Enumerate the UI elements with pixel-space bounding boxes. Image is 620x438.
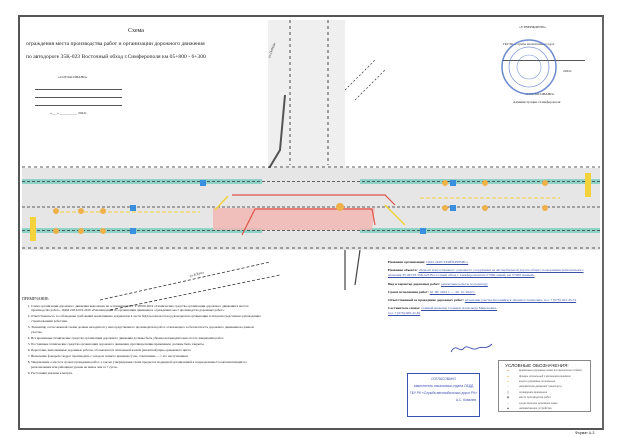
note-item: Схема организации дорожного движения вып… [31,304,262,313]
legend-item: ┃ограждение временное [499,390,590,395]
direction-arrow-icon: → [506,385,510,389]
notes-heading: ПРИМЕЧАНИЕ: [22,297,50,301]
scheme-subtitle-2: по автодороге 35К-023 Восточный обход г.… [26,54,206,60]
traffic-direction [60,197,560,213]
legend-item: ▦место производства работ [499,395,590,400]
sheet-format: Формат А-3 [575,431,595,435]
street-label: ул.Победы [267,41,276,58]
cone-icon: ▴ [507,379,509,383]
legend-item: ▪существующие дорожные знаки [499,400,590,405]
work-zone-fence [232,194,396,206]
project-info: Название организации: ООО «КОСТРОЙСЕРВИС… [388,260,596,320]
legend-item: ●фонарь сигнальный с мигающим режимом [499,373,590,378]
responsible-label: Ответственный за проведение дорожных раб… [388,298,464,303]
note-item: Экземпляр согласованной схемы должен нах… [31,325,262,334]
info-board [30,217,36,241]
agreed-label: «СОГЛАСОВАНО» [58,75,88,79]
note-item: Постоянные технические средства организа… [31,342,262,347]
signature-line [35,97,122,98]
ramp-edge [344,59,386,101]
agreed-date: «___» __________ 2022г. [50,111,87,115]
object-label: Название объекта: [388,268,418,273]
stamp-line: А.С. Ковалев [455,398,476,402]
approved-org: ГКУ РК «Службы автомобильных дорог [503,42,555,46]
note-item: Все временные технические средства орган… [31,336,262,341]
author-phone: тел. 7 (978) 668-42-84 [388,311,421,316]
detour-arrow [214,195,406,226]
signature-line [35,89,122,90]
notes-block: ПРИМЕЧАНИЕ: Схема организации дорожного … [22,297,262,377]
works-label: Вид и характер дорожных работ: [388,281,441,286]
signal-lamp-icon: ● [507,374,509,378]
stamp-line: заместитель начальника отдела ОБДД [413,384,474,388]
street-label: ул.Б.Куна [189,270,204,278]
approved-label: «УТВЕРЖДЕНО» [519,25,547,29]
legend-item: ▲временные дорожные знаки на переносных … [499,368,590,373]
approval-stamp: СОГЛАСОВАНО заместитель начальника отдел… [407,373,480,417]
side-road [99,261,281,311]
legend-item: ◆направляющие устройства [499,406,590,411]
note-item: Ответственность за соблюдение требований… [31,314,262,323]
agreed-org-2: Администрация г.Симферополя [513,100,561,104]
author-label: Составитель схемы: [388,306,421,311]
note-item: Расстояния указаны в метрах. [31,371,262,376]
stamp-line: СОГЛАСОВАНО [431,377,456,381]
stamp-line: ГБУ РК «Служба автомобильных дорог РК» [409,391,478,395]
temp-sign-icon: ▲ [506,369,510,373]
scheme-subtitle-1: ограждения места производства работ и ор… [26,41,205,47]
note-item: Включение фонарей следует производить с … [31,354,262,359]
drawing-frame [18,15,604,430]
ramp-edge [267,94,286,171]
works-value: ремонтные работы по переходу [441,281,488,286]
sign [53,208,59,214]
agreed-label-2: «СОГЛАСОВАНО» [525,92,555,96]
dates-label: Сроки исполнения работ: [388,289,429,294]
object-value: «Ремонт искусственного дорожного сооруже… [388,268,584,278]
signature [450,343,493,353]
legend-title: УСЛОВНЫЕ ОБОЗНАЧЕНИЯ: [505,363,569,368]
org-label: Название организации: [388,260,426,264]
legend: УСЛОВНЫЕ ОБОЗНАЧЕНИЯ: ▲временные дорожны… [498,360,591,412]
work-zone [213,208,375,230]
official-seal [501,39,557,95]
work-site-icon: ▦ [506,396,510,400]
work-zone-fence [241,208,376,236]
dates-value: 10 .09. 2022 г. — 30. 12. 2022 г. [429,289,476,294]
fence-icon: ┃ [507,390,509,394]
scheme-title: Схема [128,28,144,34]
author-value: главный инженер Садыков Александр Мироно… [421,306,497,311]
approved-date: 2022г. [563,69,572,73]
info-board [585,173,591,197]
cross-road-north [268,20,345,168]
signature-line [35,105,122,106]
legend-item: ▴конусы дорожные сигнальные [499,379,590,384]
note-item: Пересечки, выполняемые дорожные работы, … [31,348,262,353]
existing-sign-icon: ▪ [507,401,509,405]
guide-device-icon: ◆ [507,406,509,410]
responsible-value: начальник участка Колонийчук Леонид Степ… [464,298,577,303]
signature-line [503,60,585,61]
note-item: Уведомление о месте и сроках проведения … [31,360,262,369]
org-value: ООО «КОСТРОЙСЕРВИС» [426,260,469,264]
legend-item: →направление движения транспорта [499,384,590,389]
